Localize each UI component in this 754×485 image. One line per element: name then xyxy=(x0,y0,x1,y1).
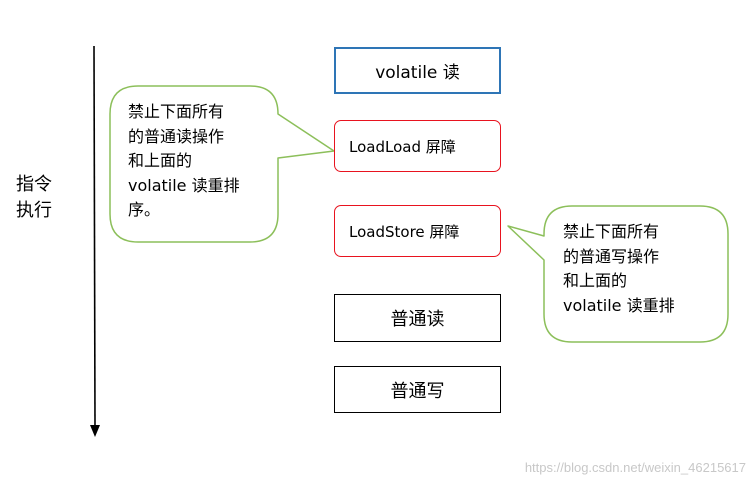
watermark: https://blog.csdn.net/weixin_46215617 xyxy=(524,460,746,475)
right-callout-bubble xyxy=(507,205,729,343)
normal-read-label: 普通读 xyxy=(390,309,445,330)
volatile-read-label: volatile 读 xyxy=(375,63,460,83)
volatile-read-box: volatile 读 xyxy=(334,47,501,94)
normal-write-box: 普通写 xyxy=(334,366,501,413)
timeline-arrow-head xyxy=(90,425,100,437)
left-callout-text: 禁止下面所有 的普通读操作 和上面的 volatile 读重排 序。 xyxy=(128,102,240,219)
loadload-barrier-label: LoadLoad 屏障 xyxy=(349,137,456,156)
loadstore-barrier-box: LoadStore 屏障 xyxy=(334,205,501,257)
loadstore-barrier-label: LoadStore 屏障 xyxy=(349,222,460,241)
timeline-arrow-line xyxy=(93,45,96,427)
execution-order-label: 指令 执行 xyxy=(16,174,52,221)
right-callout-text: 禁止下面所有 的普通写操作 和上面的 volatile 读重排 xyxy=(563,222,675,315)
loadload-barrier-box: LoadLoad 屏障 xyxy=(334,120,501,172)
normal-read-box: 普通读 xyxy=(334,294,501,342)
normal-write-label: 普通写 xyxy=(390,380,445,402)
left-callout-bubble xyxy=(109,85,335,243)
